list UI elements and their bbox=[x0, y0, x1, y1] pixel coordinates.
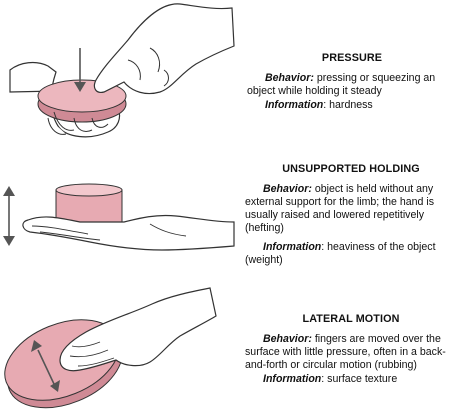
pressure-description: PRESSURE Behavior: pressing or squeezing… bbox=[247, 52, 457, 112]
lateral-behavior: Behavior: fingers are moved over the sur… bbox=[245, 333, 446, 371]
hefting-arrow-down bbox=[3, 236, 15, 246]
rubbing-arrow-head-a bbox=[31, 340, 42, 352]
panel-lateral-motion: LATERAL MOTION Behavior: fingers are mov… bbox=[0, 280, 465, 417]
holding-title: UNSUPPORTED HOLDING bbox=[282, 163, 420, 175]
open-hand bbox=[22, 214, 235, 251]
pressure-behavior: Behavior: pressing or squeezing an objec… bbox=[247, 72, 436, 97]
holding-information: Information: heaviness of the object (we… bbox=[245, 241, 436, 266]
rubbing-arrow-head-b bbox=[50, 380, 60, 392]
holding-description: UNSUPPORTED HOLDING Behavior: object is … bbox=[245, 163, 457, 267]
lateral-title: LATERAL MOTION bbox=[302, 313, 400, 325]
pressure-title: PRESSURE bbox=[321, 52, 383, 64]
object-cylinder-top bbox=[55, 183, 123, 197]
holding-behavior: Behavior: object is held without any ext… bbox=[245, 183, 435, 234]
rubbing-hand bbox=[59, 287, 217, 372]
pressure-information: Information: hardness bbox=[265, 99, 373, 111]
lateral-illustration bbox=[4, 287, 217, 409]
rubbing-arrow bbox=[37, 349, 55, 385]
panel-unsupported-holding: UNSUPPORTED HOLDING Behavior: object is … bbox=[0, 150, 465, 270]
lateral-description: LATERAL MOTION Behavior: fingers are mov… bbox=[245, 313, 457, 386]
panel-pressure: PRESSURE Behavior: pressing or squeezing… bbox=[0, 0, 465, 140]
lateral-information: Information: surface texture bbox=[263, 373, 398, 385]
holding-illustration bbox=[3, 183, 235, 251]
pressure-illustration bbox=[9, 3, 235, 138]
pressing-hand bbox=[93, 3, 235, 95]
hefting-arrow-up bbox=[3, 186, 15, 196]
pressure-arrow-head bbox=[74, 82, 86, 92]
